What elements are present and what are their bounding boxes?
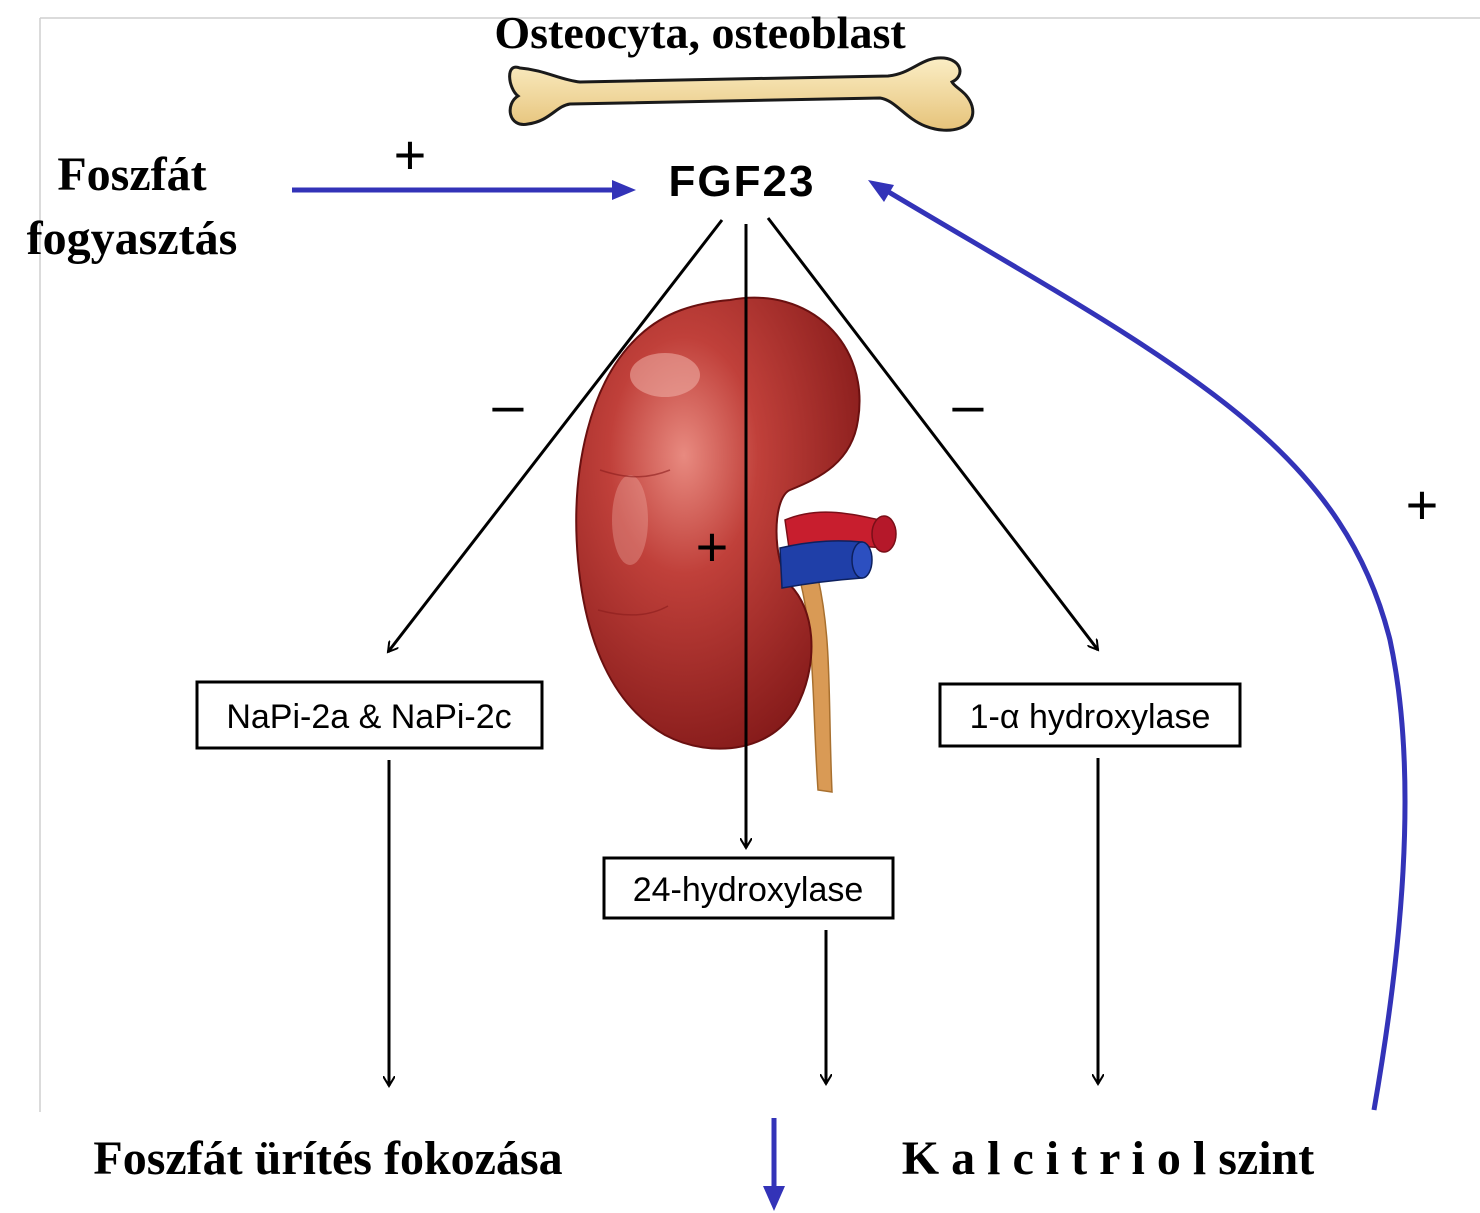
plus-sign-intake: + (394, 123, 427, 186)
bone-icon (510, 58, 973, 130)
intake-arrow (292, 180, 636, 200)
decrease-arrow (763, 1118, 785, 1211)
napi-box: NaPi-2a & NaPi-2c (197, 682, 542, 748)
fgf23-label: FGF23 (669, 157, 816, 206)
1-alpha-hydroxylase-label: 1-α hydroxylase (970, 698, 1211, 736)
minus-sign-right: – (952, 373, 984, 436)
plus-sign-feedback: + (1406, 473, 1439, 536)
24-hydroxylase-label: 24-hydroxylase (633, 871, 864, 909)
calcitriol-level-label: K a l c i t r i o l szint (902, 1132, 1314, 1185)
minus-sign-left: – (492, 373, 524, 436)
phosphate-intake-label-line2: fogyasztás (27, 212, 238, 265)
plus-sign-center: + (696, 515, 729, 578)
diagram-title: Osteocyta, osteoblast (494, 7, 906, 58)
24-hydroxylase-box: 24-hydroxylase (604, 858, 893, 918)
feedback-arrow (868, 180, 1405, 1110)
kidney-icon (576, 298, 896, 792)
phosphate-intake-label-line1: Foszfát (57, 148, 206, 201)
1-alpha-hydroxylase-box: 1-α hydroxylase (940, 684, 1240, 746)
napi-label: NaPi-2a & NaPi-2c (226, 698, 511, 736)
phosphate-excretion-label: Foszfát ürítés fokozása (93, 1132, 562, 1185)
